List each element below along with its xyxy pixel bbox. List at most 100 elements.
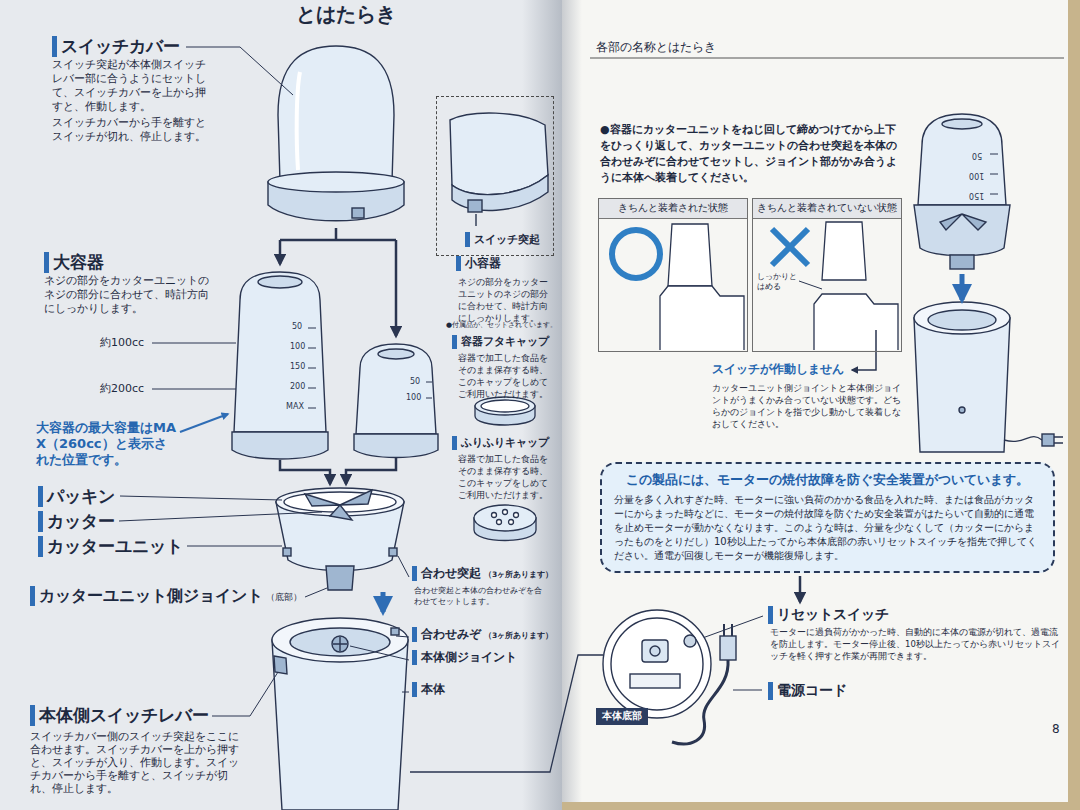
main-body <box>391 628 399 635</box>
leader-line <box>120 496 282 500</box>
switch-cover <box>278 46 394 182</box>
description-text: 合わせ突起と本体の合わせみぞを合わせてセットします。 <box>414 586 549 607</box>
assembled-unit <box>1042 434 1054 446</box>
description-text: カッターユニット側ジョイントと本体側ジョイントがうまくかみ合っていない状態です。… <box>712 382 907 430</box>
part-name: リセットスイッチ <box>768 606 889 624</box>
ok-figure <box>668 224 712 286</box>
max-arrow <box>180 414 228 432</box>
description-text: 約200cc <box>100 382 144 396</box>
scale-mark: 50 <box>972 150 982 160</box>
page-ground <box>0 0 562 810</box>
part-name: スイッチカバー <box>52 36 180 57</box>
description-text: しっかりとはめる <box>757 272 797 292</box>
state-panel: きちんと装着された状態 <box>598 198 748 352</box>
ok-figure <box>660 286 744 350</box>
main-body <box>272 618 408 810</box>
part-name: 本体側ジョイント <box>412 650 517 665</box>
base-bottom-view <box>684 635 696 647</box>
lid-cap <box>481 400 529 412</box>
assembled-unit <box>918 114 1006 205</box>
small-container <box>354 344 438 458</box>
box-heading: きちんと装着された状態 <box>599 199 747 219</box>
part-name: 合わせみぞ <box>412 627 481 642</box>
leader-line <box>212 672 278 716</box>
cutter-unit <box>326 566 354 590</box>
box-heading: この製品には、モーターの焼付故障を防ぐ安全装置がついています。 <box>614 472 1041 489</box>
flow-arrow <box>280 228 396 240</box>
small-container <box>354 434 438 458</box>
lid-cap <box>475 397 535 425</box>
description-text: ●容器にカッターユニットをねじ回して締めつけてから上下をひっくり返して、カッター… <box>600 122 905 186</box>
leader-line <box>799 281 822 289</box>
state-panel: きちんと装着されていない状態 <box>752 198 902 352</box>
part-name: 合わせ突起 <box>412 566 481 581</box>
scale-mark: 100 <box>969 170 984 180</box>
shaker-cap <box>509 520 514 525</box>
caution-box: この製品には、モーターの焼付故障を防ぐ安全装置がついています。分量を多く入れすぎ… <box>600 462 1055 573</box>
cutter-unit <box>389 548 397 556</box>
callout-note: 大容器の最大容量はMAX（260cc）と表示された位置です。 <box>36 420 176 468</box>
assembled-unit <box>950 255 974 269</box>
shaker-cap <box>474 505 536 541</box>
switch-tab-detail <box>450 113 548 226</box>
description-text: スイッチカバーから手を離すとスイッチが切れ、停止します。 <box>52 116 212 144</box>
scale-mark: 150 <box>969 190 984 200</box>
flow-arrow <box>280 460 330 484</box>
base-bottom-view <box>650 646 660 656</box>
description-text: スイッチカバー側のスイッチ突起をここに合わせます。スイッチカバーを上から押すと、… <box>30 730 240 795</box>
base-bottom-view <box>630 674 680 688</box>
cutter-unit <box>276 488 404 590</box>
box-body: 分量を多く入れすぎた時、モーターに強い負荷のかかる食品を入れた時、または食品がカ… <box>614 493 1041 563</box>
switch-cover <box>352 208 364 218</box>
switch-tab-detail <box>452 175 548 210</box>
assembled-unit <box>942 119 982 129</box>
main-body <box>272 618 408 662</box>
large-container <box>258 276 302 288</box>
view-tag: 本体底部 <box>596 708 648 725</box>
part-note: （3ヶ所あります） <box>484 570 553 579</box>
description-text: 容器で加工した食品をそのまま保存する時、このキャップをしめてご利用いただけます。 <box>458 453 548 501</box>
switch-tab-detail <box>475 214 476 226</box>
small-container <box>426 382 432 398</box>
large-container <box>308 328 316 408</box>
base-bottom-view <box>720 636 736 660</box>
leader-line <box>396 636 409 637</box>
ng-figure <box>772 229 808 265</box>
fit-arrow <box>960 274 965 300</box>
page-heading: 各部の名称とはたらき <box>596 40 716 55</box>
scale-mark: 150 <box>290 362 305 372</box>
leader-line <box>152 389 236 390</box>
main-body <box>333 637 347 651</box>
large-container <box>232 272 328 459</box>
leader-line <box>733 690 762 691</box>
main-body <box>272 640 408 810</box>
base-bottom-view <box>611 618 703 710</box>
part-name: 小容器 <box>456 256 501 271</box>
leader-line <box>398 556 409 577</box>
part-name: 本体側スイッチレバー <box>30 705 209 726</box>
main-body <box>332 636 348 652</box>
large-container <box>232 432 328 459</box>
shaker-cap <box>514 513 519 518</box>
small-container <box>378 349 414 359</box>
assembled-unit <box>959 407 965 413</box>
part-name: カッターユニット <box>38 536 183 557</box>
ng-figure <box>772 222 898 370</box>
base-bottom-view <box>642 640 668 662</box>
base-bottom-view <box>603 610 711 718</box>
flow-arrow <box>346 458 396 484</box>
part-note: （底部） <box>266 592 302 603</box>
part-name: 本体 <box>412 682 445 697</box>
part-name: ふりふりキャップ <box>452 436 549 450</box>
pointer-arrow <box>799 576 802 602</box>
leader-line <box>410 655 603 772</box>
leader-line <box>119 512 322 521</box>
switch-cover <box>268 46 404 221</box>
assembled-unit <box>940 214 986 230</box>
fit-arrow <box>381 592 386 612</box>
switch-cover <box>297 72 300 170</box>
part-name: 電源コード <box>768 682 847 700</box>
